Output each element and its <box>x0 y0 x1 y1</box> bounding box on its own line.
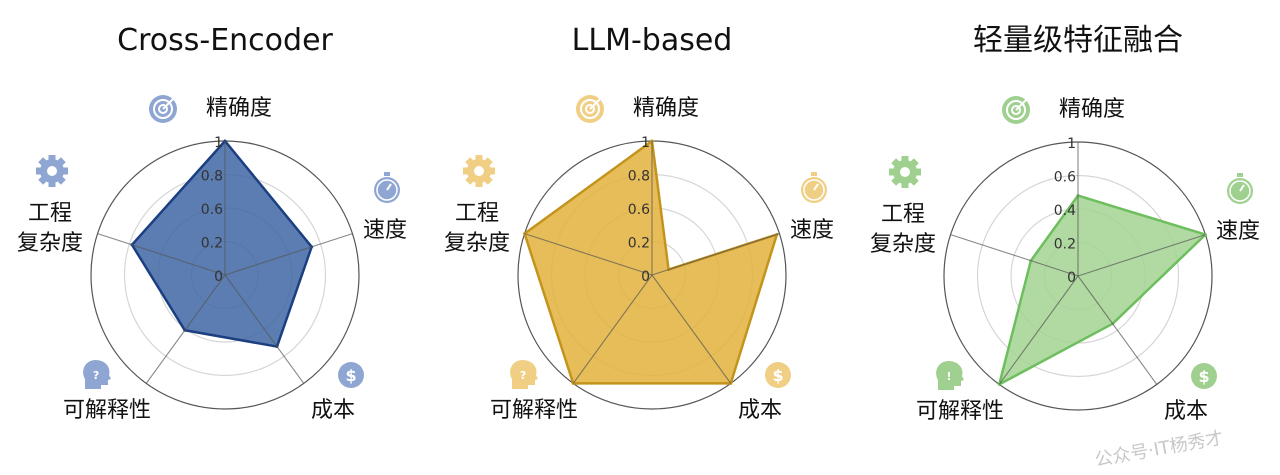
axis-spoke <box>224 274 305 384</box>
stopwatch-icon <box>374 172 400 203</box>
svg-text:?: ? <box>520 369 526 382</box>
axis-spoke <box>572 274 653 384</box>
axis-label: 成本 <box>1164 399 1208 424</box>
axis-spoke <box>1077 275 1158 385</box>
axis-spoke <box>998 275 1079 385</box>
watermark: 公众号·IT杨秀才 <box>1093 428 1225 471</box>
stopwatch-icon <box>801 172 827 203</box>
tick-label: 0.6 <box>1054 170 1076 186</box>
axis-label: 精确度 <box>633 96 699 121</box>
gear-icon <box>36 155 68 187</box>
chart-title: LLM-based <box>572 23 733 58</box>
gear-icon <box>889 156 921 188</box>
tick-label: 0 <box>214 269 223 285</box>
tick-label: 1 <box>641 135 650 151</box>
target-icon <box>1002 96 1030 124</box>
axis-label: 工程复杂度 <box>870 202 936 257</box>
axis-spoke <box>950 234 1079 277</box>
head-exclamation-icon: ! <box>936 361 964 390</box>
axis-spoke <box>651 274 732 384</box>
axis-label: 可解释性 <box>916 399 1004 424</box>
series-area <box>997 194 1207 386</box>
tick-label: 0 <box>1067 270 1076 286</box>
chart-title: Cross-Encoder <box>117 23 333 58</box>
axis-label: 可解释性 <box>490 398 578 423</box>
axis-label: 工程复杂度 <box>17 201 83 256</box>
tick-label: 0.4 <box>1054 203 1076 219</box>
tick-label: 0.6 <box>628 202 650 218</box>
dollar-icon: $ <box>765 362 791 388</box>
axis-spoke <box>651 233 780 276</box>
head-question-icon: ? <box>510 360 538 389</box>
gear-icon <box>463 155 495 187</box>
tick-label: 0.6 <box>201 202 223 218</box>
series-area <box>523 139 779 385</box>
tick-label: 1 <box>214 135 223 151</box>
axis-spoke <box>524 233 653 276</box>
axis-spoke <box>1077 234 1206 277</box>
dollar-icon: $ <box>338 362 364 388</box>
axis-label: 可解释性 <box>63 398 151 423</box>
axis-label: 精确度 <box>1059 97 1125 122</box>
axis-label: 速度 <box>790 218 834 243</box>
axis-spoke <box>145 274 226 384</box>
tick-label: 0.2 <box>1054 237 1076 253</box>
tick-label: 0.8 <box>628 169 650 185</box>
axis-label: 速度 <box>363 218 407 243</box>
axis-label: 成本 <box>311 398 355 423</box>
tick-label: 1 <box>1067 136 1076 152</box>
series-area <box>130 139 313 348</box>
axis-label: 精确度 <box>206 96 272 121</box>
svg-text:$: $ <box>1198 367 1209 386</box>
tick-label: 0.2 <box>628 236 650 252</box>
axis-label: 速度 <box>1216 219 1260 244</box>
svg-text:?: ? <box>93 369 99 382</box>
svg-text:!: ! <box>946 370 951 383</box>
head-question-icon: ? <box>83 360 111 389</box>
chart-title: 轻量级特征融合 <box>973 23 1183 58</box>
target-icon <box>576 95 604 123</box>
svg-text:$: $ <box>772 366 783 385</box>
dollar-icon: $ <box>1191 363 1217 389</box>
target-icon <box>149 95 177 123</box>
tick-label: 0.2 <box>201 236 223 252</box>
axis-spoke <box>224 233 353 276</box>
stopwatch-icon <box>1227 173 1253 204</box>
axis-label: 成本 <box>738 398 782 423</box>
tick-label: 0.8 <box>201 169 223 185</box>
axis-spoke <box>97 233 226 276</box>
svg-text:$: $ <box>345 366 356 385</box>
tick-label: 0 <box>641 269 650 285</box>
axis-label: 工程复杂度 <box>444 201 510 256</box>
